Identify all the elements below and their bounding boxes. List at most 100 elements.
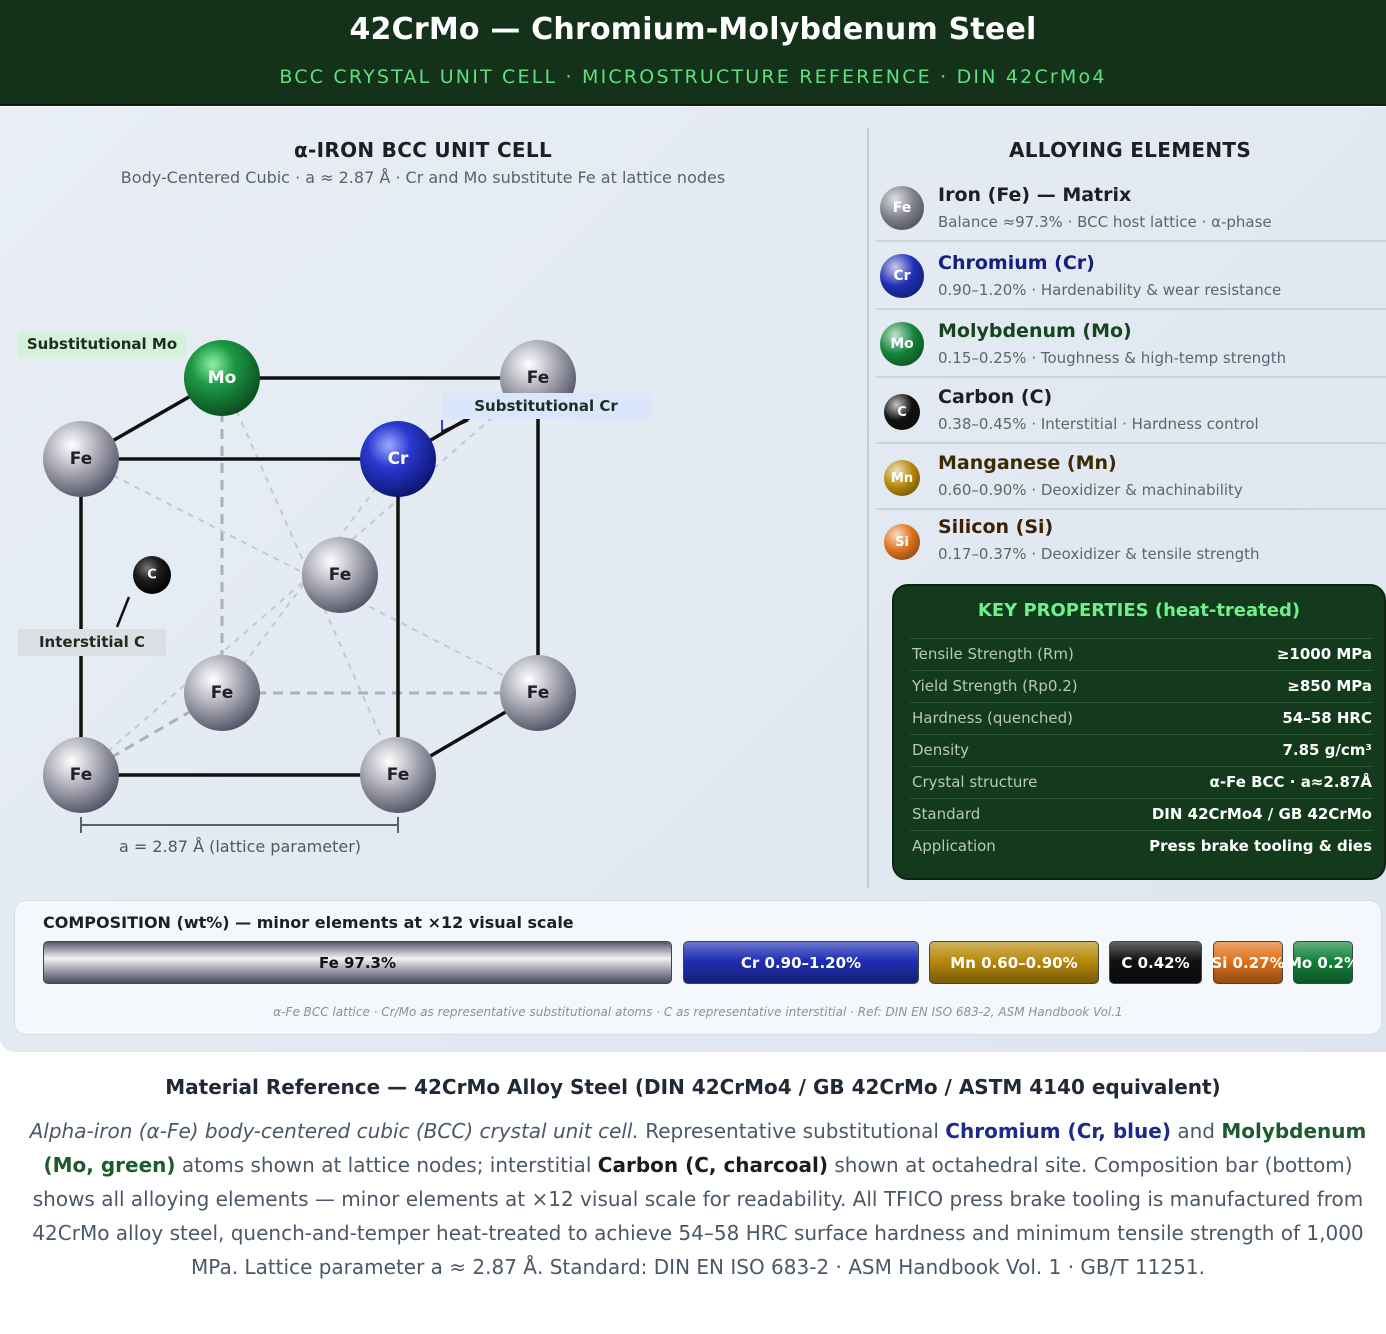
- svg-text:Fe: Fe: [527, 368, 549, 388]
- key-property-value: Press brake tooling & dies: [1149, 837, 1372, 855]
- element-si-icon: Si: [884, 524, 920, 560]
- reference-italic: Alpha-iron (α-Fe) body-centered cubic (B…: [29, 1119, 639, 1143]
- element-fe-icon: Fe: [880, 186, 924, 230]
- composition-bar-cr: Cr 0.90–1.20%: [683, 941, 919, 984]
- header: 42CrMo — Chromium-Molybdenum Steel BCC C…: [0, 0, 1386, 106]
- reference-chromium: Chromium (Cr, blue): [945, 1119, 1171, 1143]
- key-property-row: Application Press brake tooling & dies: [910, 830, 1372, 862]
- composition-bar-si: Si 0.27%: [1211, 941, 1285, 984]
- element-c-icon: C: [884, 394, 920, 430]
- main-panel: [0, 107, 1386, 1052]
- element-description: 0.17–0.37% · Deoxidizer & tensile streng…: [938, 545, 1260, 563]
- element-cr-icon: Cr: [880, 254, 924, 298]
- key-property-label: Standard: [912, 805, 981, 823]
- alloying-elements-title: ALLOYING ELEMENTS: [1008, 138, 1252, 162]
- key-property-row: Standard DIN 42CrMo4 / GB 42CrMo: [910, 798, 1372, 830]
- reference-text: and: [1170, 1119, 1222, 1143]
- key-property-label: Yield Strength (Rp0.2): [912, 677, 1078, 695]
- callout-interstitial-c: Interstitial C: [18, 596, 166, 656]
- composition-title: COMPOSITION (wt%) — minor elements at ×1…: [43, 913, 574, 932]
- element-row-c: C Carbon (C) 0.38–0.45% · Interstitial · H…: [876, 378, 1386, 444]
- reference-carbon: Carbon (C, charcoal): [597, 1153, 828, 1177]
- element-description: 0.15–0.25% · Toughness & high-temp stren…: [938, 349, 1287, 367]
- key-property-value: DIN 42CrMo4 / GB 42CrMo: [1151, 805, 1372, 823]
- svg-text:Mo: Mo: [208, 368, 237, 388]
- element-description: Balance ≈97.3% · BCC host lattice · α-ph…: [938, 213, 1272, 231]
- key-property-value: 7.85 g/cm³: [1282, 741, 1372, 759]
- composition-panel: COMPOSITION (wt%) — minor elements at ×1…: [14, 900, 1382, 1035]
- svg-text:Fe: Fe: [70, 449, 92, 469]
- reference-molybdenum: Molybdenum (Mo, green): [43, 1119, 1367, 1177]
- reference-body: Alpha-iron (α-Fe) body-centered cubic (B…: [28, 1114, 1368, 1284]
- key-property-row: Density 7.85 g/cm³: [910, 734, 1372, 766]
- svg-text:Fe: Fe: [70, 765, 92, 785]
- svg-text:Substitutional Mo: Substitutional Mo: [27, 335, 177, 353]
- key-property-label: Density: [912, 741, 970, 759]
- element-row-mn: Mn Manganese (Mn) 0.60–0.90% · Deoxidizer …: [876, 444, 1386, 510]
- key-property-value: ≥850 MPa: [1287, 677, 1372, 695]
- bcc-unit-cell-diagram: Fe Substitutional Cr Fe Fe Fe Mo Fe Cr F…: [18, 332, 651, 856]
- key-property-row: Hardness (quenched) 54–58 HRC: [910, 702, 1372, 734]
- svg-text:Substitutional Cr: Substitutional Cr: [474, 397, 618, 415]
- key-properties-panel: KEY PROPERTIES (heat-treated) Tensile St…: [892, 584, 1386, 880]
- callout-substitutional-cr: Substitutional Cr: [441, 393, 651, 434]
- composition-note: α-Fe BCC lattice · Cr/Mo as representati…: [273, 1005, 1123, 1019]
- reference-text: Representative substitutional: [638, 1119, 946, 1143]
- element-row-cr: Cr Chromium (Cr) 0.90–1.20% · Hardenabilit…: [876, 244, 1386, 310]
- key-property-label: Tensile Strength (Rm): [912, 645, 1074, 663]
- composition-bar-mn: Mn 0.60–0.90%: [929, 941, 1099, 984]
- atom-c-interstitial: C: [133, 556, 171, 594]
- key-properties-title: KEY PROPERTIES (heat-treated): [977, 600, 1301, 621]
- atom-fe-top-front-left: Fe: [43, 421, 119, 497]
- key-property-value: ≥1000 MPa: [1276, 645, 1372, 663]
- svg-text:Fe: Fe: [527, 683, 549, 703]
- element-name: Iron (Fe) — Matrix: [938, 184, 1132, 206]
- vertical-divider: [867, 128, 869, 888]
- atom-fe-body-center: Fe: [302, 537, 378, 613]
- svg-text:Interstitial C: Interstitial C: [39, 633, 145, 651]
- callout-substitutional-mo: Substitutional Mo: [18, 332, 186, 357]
- element-row-mo: Mo Molybdenum (Mo) 0.15–0.25% · Toughness …: [876, 312, 1386, 378]
- element-name: Molybdenum (Mo): [938, 320, 1132, 342]
- key-property-row: Yield Strength (Rp0.2) ≥850 MPa: [910, 670, 1372, 702]
- atom-mo: Mo: [184, 340, 260, 416]
- hidden-edges: [80, 378, 538, 777]
- svg-text:Fe: Fe: [211, 683, 233, 703]
- unit-cell-subtitle: Body-Centered Cubic · a ≈ 2.87 Å · Cr an…: [120, 168, 726, 187]
- atom-fe-bottom-back-right: Fe: [500, 655, 576, 731]
- key-property-row: Tensile Strength (Rm) ≥1000 MPa: [910, 638, 1372, 670]
- svg-text:a = 2.87 Å (lattice parameter): a = 2.87 Å (lattice parameter): [119, 837, 361, 856]
- key-property-value: 54–58 HRC: [1282, 709, 1372, 727]
- svg-text:Cr: Cr: [388, 449, 409, 469]
- reference-text: shown at octahedral site. Composition ba…: [32, 1153, 1364, 1279]
- atom-fe-bottom-front-right: Fe: [360, 737, 436, 813]
- key-property-label: Crystal structure: [912, 773, 1038, 791]
- atom-fe-bottom-front-left: Fe: [43, 737, 119, 813]
- composition-bar-c: C 0.42%: [1109, 941, 1202, 984]
- element-row-si: Si Silicon (Si) 0.17–0.37% · Deoxidizer & …: [876, 508, 1386, 574]
- lattice-parameter-dimension: a = 2.87 Å (lattice parameter): [80, 817, 399, 856]
- key-property-value: α-Fe BCC · a≈2.87Å: [1209, 773, 1372, 791]
- element-description: 0.60–0.90% · Deoxidizer & machinability: [938, 481, 1243, 499]
- element-name: Carbon (C): [938, 386, 1053, 408]
- element-mn-icon: Mn: [884, 460, 920, 496]
- element-name: Manganese (Mn): [938, 452, 1117, 474]
- composition-bar-mo: Mo 0.2%: [1287, 941, 1359, 984]
- key-property-label: Application: [912, 837, 996, 855]
- element-name: Chromium (Cr): [938, 252, 1095, 274]
- page-subtitle: BCC CRYSTAL UNIT CELL · MICROSTRUCTURE R…: [279, 66, 1107, 88]
- composition-bar-fe: Fe 97.3%: [43, 941, 672, 984]
- atom-fe-bottom-back-left: Fe: [184, 655, 260, 731]
- element-mo-icon: Mo: [880, 322, 924, 366]
- key-property-label: Hardness (quenched): [912, 709, 1074, 727]
- element-description: 0.90–1.20% · Hardenability & wear resist…: [938, 281, 1282, 299]
- unit-cell-title: α-IRON BCC UNIT CELL: [293, 138, 552, 162]
- svg-text:Fe: Fe: [329, 565, 351, 585]
- key-property-row: Crystal structure α-Fe BCC · a≈2.87Å: [910, 766, 1372, 798]
- svg-text:Fe: Fe: [387, 765, 409, 785]
- svg-text:C: C: [147, 568, 157, 583]
- element-name: Silicon (Si): [938, 516, 1054, 538]
- element-description: 0.38–0.45% · Interstitial · Hardness con…: [938, 415, 1259, 433]
- page-title: 42CrMo — Chromium-Molybdenum Steel: [349, 12, 1037, 47]
